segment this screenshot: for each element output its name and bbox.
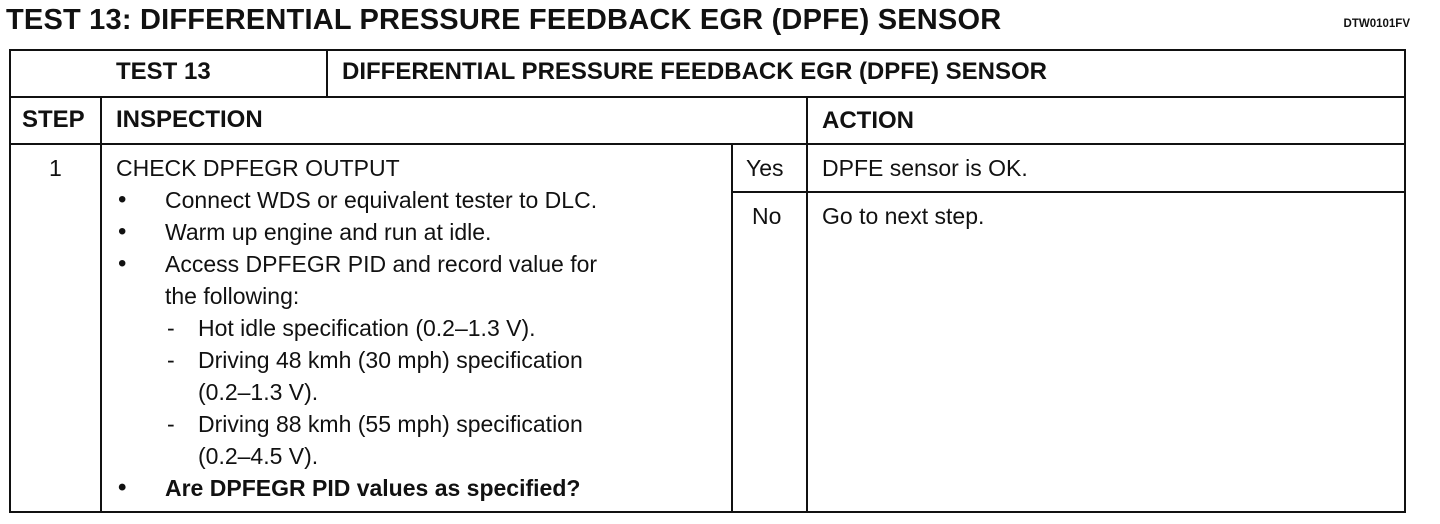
no-label: No: [752, 203, 782, 229]
list-subitem-text: Hot idle specification (0.2–1.3 V).: [198, 315, 536, 341]
list-subitem: -Driving 48 kmh (30 mph) specification: [167, 347, 583, 373]
test-table: [9, 49, 1406, 513]
step-column-divider: [100, 96, 102, 513]
list-item-continuation: the following:: [165, 283, 300, 309]
yes-no-divider: [731, 191, 1406, 193]
document-title: TEST 13: DIFFERENTIAL PRESSURE FEEDBACK …: [6, 4, 1002, 36]
action-column-divider: [806, 96, 808, 513]
list-item: Connect WDS or equivalent tester to DLC.: [116, 184, 597, 216]
test-name-label: DIFFERENTIAL PRESSURE FEEDBACK EGR (DPFE…: [342, 58, 1047, 85]
list-subitem: -Driving 88 kmh (55 mph) specification: [167, 411, 583, 437]
list-subitem-continuation: (0.2–1.3 V).: [198, 379, 319, 405]
step-header: STEP: [22, 106, 85, 133]
action-header: ACTION: [822, 107, 914, 134]
column-header-divider: [9, 143, 1406, 145]
list-subitem-continuation: (0.2–4.5 V).: [198, 443, 319, 469]
header-divider: [9, 96, 1406, 98]
no-action: Go to next step.: [822, 203, 985, 229]
yes-label: Yes: [746, 155, 784, 181]
test-label-divider: [326, 49, 328, 98]
list-subitem: -Hot idle specification (0.2–1.3 V).: [167, 315, 536, 341]
inspection-heading: CHECK DPFEGR OUTPUT: [116, 155, 400, 181]
inspection-header: INSPECTION: [116, 106, 263, 133]
list-subitem-text: Driving 88 kmh (55 mph) specification: [198, 411, 583, 437]
inspection-list: Connect WDS or equivalent tester to DLC.…: [116, 184, 597, 504]
document-code: DTW0101FV: [1343, 18, 1410, 30]
yes-action: DPFE sensor is OK.: [822, 155, 1028, 181]
test-number-label: TEST 13: [116, 58, 211, 85]
step-number: 1: [49, 155, 62, 181]
list-item: Warm up engine and run at idle.: [116, 216, 597, 248]
yes-no-column-divider: [731, 143, 733, 513]
list-subitem-text: Driving 48 kmh (30 mph) specification: [198, 347, 583, 373]
inspection-question: Are DPFEGR PID values as specified?: [116, 472, 597, 504]
list-item: Access DPFEGR PID and record value for: [116, 248, 597, 280]
